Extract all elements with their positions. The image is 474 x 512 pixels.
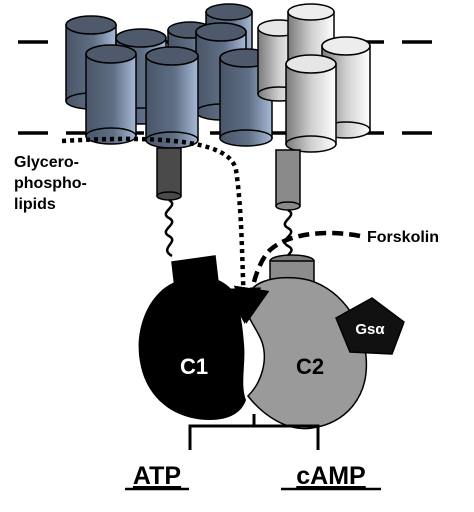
- lipids-label-2: phospho-: [14, 175, 87, 192]
- atp-label: ATP: [133, 462, 181, 490]
- c1-label: C1: [180, 354, 208, 379]
- c2-domain: [245, 254, 368, 430]
- lipid-arrow: [61, 136, 262, 324]
- forskolin-label: Forskolin: [367, 229, 439, 246]
- lipids-label-1: Glycero-: [14, 154, 79, 171]
- transmembrane-domain-2: [257, 3, 371, 153]
- lipids-label-3: lipids: [14, 196, 56, 213]
- c2-label: C2: [296, 354, 324, 379]
- helix: [145, 46, 199, 149]
- linker-2: [275, 149, 301, 262]
- linker-1: [156, 147, 182, 258]
- gsa-label: Gsα: [355, 321, 385, 338]
- transmembrane-domain-1: [65, 3, 273, 149]
- product-bracket: [188, 414, 320, 450]
- c1-domain: [138, 255, 246, 420]
- forskolin-arrow: [233, 230, 361, 324]
- helix: [285, 54, 337, 153]
- helix: [85, 44, 137, 145]
- camp-label: cAMP: [296, 462, 365, 490]
- gsa-subunit: [335, 297, 405, 355]
